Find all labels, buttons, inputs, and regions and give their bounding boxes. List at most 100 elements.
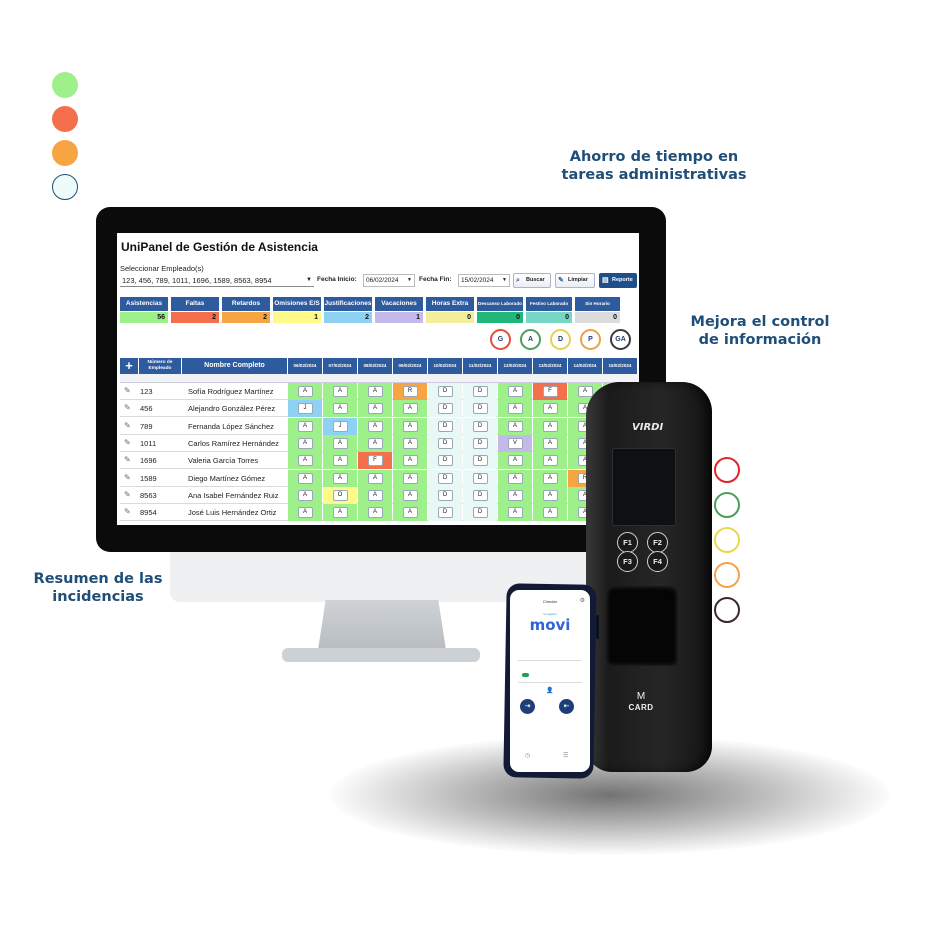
clear-button[interactable]: ✎ Limpiar <box>555 273 595 288</box>
edit-icon[interactable]: ✎ <box>124 403 131 413</box>
reader-key-f4[interactable]: F4 <box>647 551 668 572</box>
attendance-cell[interactable]: D <box>428 469 462 487</box>
edit-icon[interactable]: ✎ <box>124 489 131 499</box>
report-button[interactable]: ▤ Reporte <box>599 273 637 288</box>
attendance-cell[interactable]: D <box>428 504 462 522</box>
attendance-cell[interactable]: D <box>463 400 497 418</box>
attendance-cell[interactable]: A <box>498 486 532 504</box>
fingerprint-sensor[interactable] <box>606 586 678 666</box>
attendance-cell[interactable]: A <box>498 504 532 522</box>
attendance-cell[interactable]: A <box>288 469 322 487</box>
employee-select[interactable]: 123, 456, 789, 1011, 1696, 1589, 8563, 8… <box>120 274 314 287</box>
clock-icon[interactable]: ◷ <box>525 753 531 759</box>
attendance-cell[interactable]: F <box>358 452 392 470</box>
history-icon[interactable]: ☰ <box>563 753 569 759</box>
attendance-cell[interactable]: A <box>393 504 427 522</box>
edit-icon[interactable]: ✎ <box>124 420 131 430</box>
attendance-cell[interactable]: R <box>393 383 427 400</box>
status-filter-button[interactable]: GA <box>610 329 631 350</box>
attendance-cell[interactable]: A <box>358 486 392 504</box>
attendance-cell[interactable]: D <box>463 452 497 470</box>
search-button[interactable]: ⌕ Buscar <box>513 273 551 288</box>
attendance-cell[interactable]: A <box>498 383 532 400</box>
reader-key-f2[interactable]: F2 <box>647 532 668 553</box>
attendance-cell[interactable]: A <box>533 434 567 452</box>
location-toggle[interactable] <box>522 673 529 677</box>
add-row-button[interactable]: + <box>120 358 138 374</box>
edit-icon[interactable]: ✎ <box>124 455 131 465</box>
attendance-cell[interactable]: D <box>428 486 462 504</box>
attendance-cell[interactable]: A <box>393 400 427 418</box>
attendance-cell[interactable]: A <box>358 417 392 435</box>
status-filter-button[interactable]: A <box>520 329 541 350</box>
attendance-cell[interactable]: A <box>358 504 392 522</box>
attendance-cell[interactable]: J <box>288 400 322 418</box>
attendance-cell[interactable]: A <box>498 400 532 418</box>
attendance-cell[interactable]: D <box>428 452 462 470</box>
attendance-cell[interactable]: A <box>533 452 567 470</box>
attendance-cell[interactable]: A <box>533 504 567 522</box>
edit-icon[interactable]: ✎ <box>124 437 131 447</box>
attendance-cell[interactable]: A <box>288 383 322 400</box>
status-filter-button[interactable]: D <box>550 329 571 350</box>
attendance-cell[interactable]: A <box>323 434 357 452</box>
attendance-cell[interactable]: A <box>323 383 357 400</box>
attendance-cell[interactable]: D <box>428 417 462 435</box>
attendance-cell[interactable]: A <box>288 417 322 435</box>
attendance-cell[interactable]: A <box>393 417 427 435</box>
attendance-cell[interactable]: A <box>498 417 532 435</box>
attendance-cell[interactable]: A <box>533 469 567 487</box>
attendance-cell[interactable]: A <box>288 434 322 452</box>
gear-icon[interactable]: ⚙ <box>579 598 585 604</box>
attendance-cell[interactable]: A <box>288 504 322 522</box>
attendance-cell[interactable]: D <box>428 400 462 418</box>
attendance-cell[interactable]: O <box>323 486 357 504</box>
check-in-button[interactable]: ⇥ <box>520 699 535 714</box>
status-filter-button[interactable]: G <box>490 329 511 350</box>
attendance-cell[interactable]: A <box>393 486 427 504</box>
attendance-cell[interactable]: V <box>498 434 532 452</box>
attendance-cell[interactable]: A <box>323 452 357 470</box>
end-date-field[interactable]: 15/02/2024 ▼ <box>458 274 510 287</box>
attendance-cell[interactable]: D <box>463 469 497 487</box>
attendance-cell[interactable]: A <box>323 504 357 522</box>
attendance-cell[interactable]: A <box>288 452 322 470</box>
attendance-cell[interactable]: A <box>498 469 532 487</box>
attendance-cell[interactable]: D <box>463 486 497 504</box>
start-date-field[interactable]: 06/02/2024 ▼ <box>363 274 415 287</box>
reader-key-f1[interactable]: F1 <box>617 532 638 553</box>
attendance-cell[interactable]: A <box>533 417 567 435</box>
attendance-cell[interactable]: A <box>498 452 532 470</box>
reader-key-f3[interactable]: F3 <box>617 551 638 572</box>
attendance-cell[interactable]: A <box>393 434 427 452</box>
attendance-cell[interactable]: D <box>428 434 462 452</box>
edit-icon[interactable]: ✎ <box>124 507 131 517</box>
edit-icon[interactable]: ✎ <box>124 386 131 395</box>
attendance-cell[interactable]: J <box>323 417 357 435</box>
attendance-cell[interactable]: A <box>323 469 357 487</box>
attendance-cell[interactable]: D <box>463 504 497 522</box>
check-out-button[interactable]: ⇤ <box>559 699 574 714</box>
attendance-cell[interactable]: A <box>358 383 392 400</box>
attendance-cell[interactable]: A <box>393 452 427 470</box>
attendance-cell[interactable]: D <box>463 417 497 435</box>
attendance-cell[interactable]: A <box>393 469 427 487</box>
attendance-cell[interactable]: A <box>533 400 567 418</box>
status-filter-button[interactable]: P <box>580 329 601 350</box>
attendance-cell[interactable]: D <box>428 383 462 400</box>
attendance-cell[interactable]: A <box>533 486 567 504</box>
attendance-cell[interactable]: A <box>358 400 392 418</box>
attendance-cell[interactable]: A <box>323 400 357 418</box>
edit-icon[interactable]: ✎ <box>124 472 131 482</box>
attendance-cell[interactable]: A <box>358 434 392 452</box>
attendance-cell[interactable]: D <box>463 383 497 400</box>
attendance-cell[interactable]: A <box>358 469 392 487</box>
